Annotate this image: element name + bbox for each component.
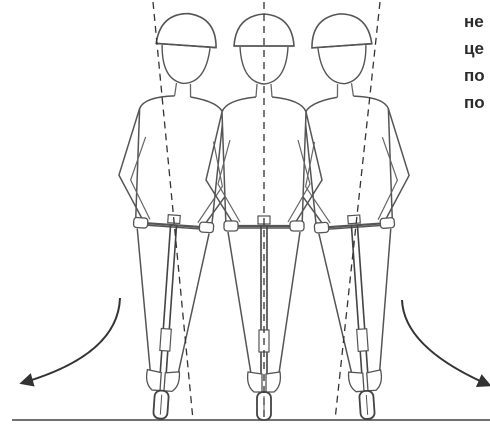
caption-text: не це по по <box>464 8 490 116</box>
caption-line-2: це <box>464 35 490 62</box>
left-turn-arrow <box>22 298 120 383</box>
right-turn-arrow <box>402 300 489 385</box>
rider-figure-right <box>282 10 426 423</box>
caption-line-4: по <box>464 89 490 116</box>
caption-line-3: по <box>464 62 490 89</box>
caption-line-1: не <box>464 8 490 35</box>
rider-figure-left <box>102 10 246 423</box>
